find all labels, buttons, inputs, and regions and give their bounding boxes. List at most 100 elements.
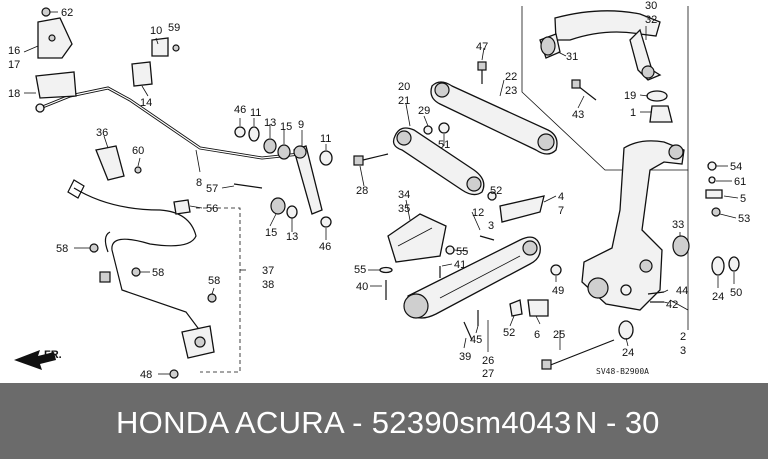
- callout-35: 35: [398, 203, 410, 215]
- lower-arm-b: [430, 81, 558, 155]
- callout-3a: 3: [488, 220, 494, 232]
- callout-7: 7: [558, 205, 564, 217]
- callout-58b: 58: [152, 267, 164, 279]
- position-number-text: N - 30: [575, 405, 660, 440]
- clamp-56: [173, 199, 191, 215]
- bolt-39: [463, 321, 473, 341]
- bolt-58b: [131, 267, 141, 277]
- long-bolt-25: [541, 339, 615, 370]
- callout-30: 30: [645, 0, 657, 12]
- callout-61: 61: [734, 176, 746, 188]
- bracket-52b: [509, 299, 523, 317]
- plate-6: [527, 299, 549, 317]
- callout-20: 20: [398, 81, 410, 93]
- lower-arm-a: [392, 127, 485, 196]
- callout-46a: 46: [234, 104, 246, 116]
- callout-52a: 52: [490, 185, 502, 197]
- bushing-14: [131, 61, 153, 87]
- upper-arm-part: [539, 10, 662, 81]
- fr-label: FR.: [44, 349, 62, 361]
- callout-38: 38: [262, 279, 274, 291]
- callout-3b: 3: [680, 345, 686, 357]
- callout-19: 19: [624, 90, 636, 102]
- bushing-13a: [263, 138, 277, 154]
- bolt-57: [233, 183, 263, 189]
- callout-31: 31: [566, 51, 578, 63]
- nut-52a: [487, 191, 497, 201]
- nut-55a: [445, 245, 455, 255]
- callout-49: 49: [552, 285, 564, 297]
- callout-36: 36: [96, 127, 108, 139]
- lower-control-arm: [403, 236, 541, 319]
- callout-58a: 58: [56, 243, 68, 255]
- bracket-5: [705, 189, 723, 199]
- callout-54: 54: [730, 161, 742, 173]
- callout-58c: 58: [208, 275, 220, 287]
- bolt-47: [477, 61, 487, 84]
- front-direction-arrow: FR.: [14, 349, 62, 370]
- bolt-43: [571, 79, 597, 101]
- part-number-text: HONDA ACURA - 52390sm4043: [116, 405, 572, 440]
- nut-54: [707, 161, 717, 171]
- callout-37: 37: [262, 265, 274, 277]
- holder-10: [151, 37, 169, 57]
- callout-43: 43: [572, 109, 584, 121]
- washer-11a: [248, 126, 260, 142]
- washer-55b: [379, 266, 393, 274]
- knuckle-part: [581, 140, 685, 311]
- callout-28: 28: [356, 185, 368, 197]
- callout-47: 47: [476, 41, 488, 53]
- callout-8: 8: [196, 177, 202, 189]
- bracket-18: [35, 71, 77, 99]
- abs-sensor-wire: [67, 179, 215, 359]
- callout-1: 1: [630, 107, 636, 119]
- callout-41: 41: [454, 259, 466, 271]
- nut-46a: [234, 126, 246, 138]
- callout-24a: 24: [712, 291, 724, 303]
- callout-25: 25: [553, 329, 565, 341]
- diagram-code: SV48-B2900A: [596, 367, 649, 376]
- bolt-28: [353, 153, 389, 166]
- callout-33: 33: [672, 219, 684, 231]
- callout-4: 4: [558, 191, 564, 203]
- bolt-44: [647, 291, 665, 295]
- nut-49: [550, 264, 562, 276]
- bracket-34: [387, 213, 447, 263]
- clip-61: [708, 176, 716, 184]
- bolt-3a: [479, 235, 495, 241]
- callout-53: 53: [738, 213, 750, 225]
- callout-57: 57: [206, 183, 218, 195]
- upper-arm-group-frame: [521, 6, 689, 171]
- callout-13b: 13: [286, 231, 298, 243]
- nut-50: [728, 256, 740, 272]
- callout-42: 42: [666, 299, 678, 311]
- callout-17: 17: [8, 59, 20, 71]
- callout-24b: 24: [622, 347, 634, 359]
- callout-51: 51: [438, 139, 450, 151]
- callout-29: 29: [418, 105, 430, 117]
- washer-24: [711, 256, 725, 276]
- callout-26: 26: [482, 355, 494, 367]
- abs-sensor-bracket: [95, 145, 142, 181]
- nut-29: [423, 125, 433, 135]
- callout-10: 10: [150, 25, 162, 37]
- bolt-58c: [207, 293, 217, 303]
- callout-48: 48: [140, 369, 152, 381]
- callout-39: 39: [459, 351, 471, 363]
- callout-34: 34: [398, 189, 410, 201]
- callout-16: 16: [8, 45, 20, 57]
- callout-11b: 11: [320, 133, 331, 145]
- stabilizer-link: [293, 145, 323, 215]
- callout-9: 9: [298, 119, 304, 131]
- callout-52b: 52: [503, 327, 515, 339]
- callout-60: 60: [132, 145, 144, 157]
- callout-46b: 46: [319, 241, 331, 253]
- nut-46b: [320, 216, 332, 228]
- callout-13a: 13: [264, 117, 276, 129]
- callout-6: 6: [534, 329, 540, 341]
- washer-51: [438, 122, 450, 134]
- callout-44: 44: [676, 285, 688, 297]
- callout-23: 23: [505, 85, 517, 97]
- callout-11a: 11: [250, 107, 261, 119]
